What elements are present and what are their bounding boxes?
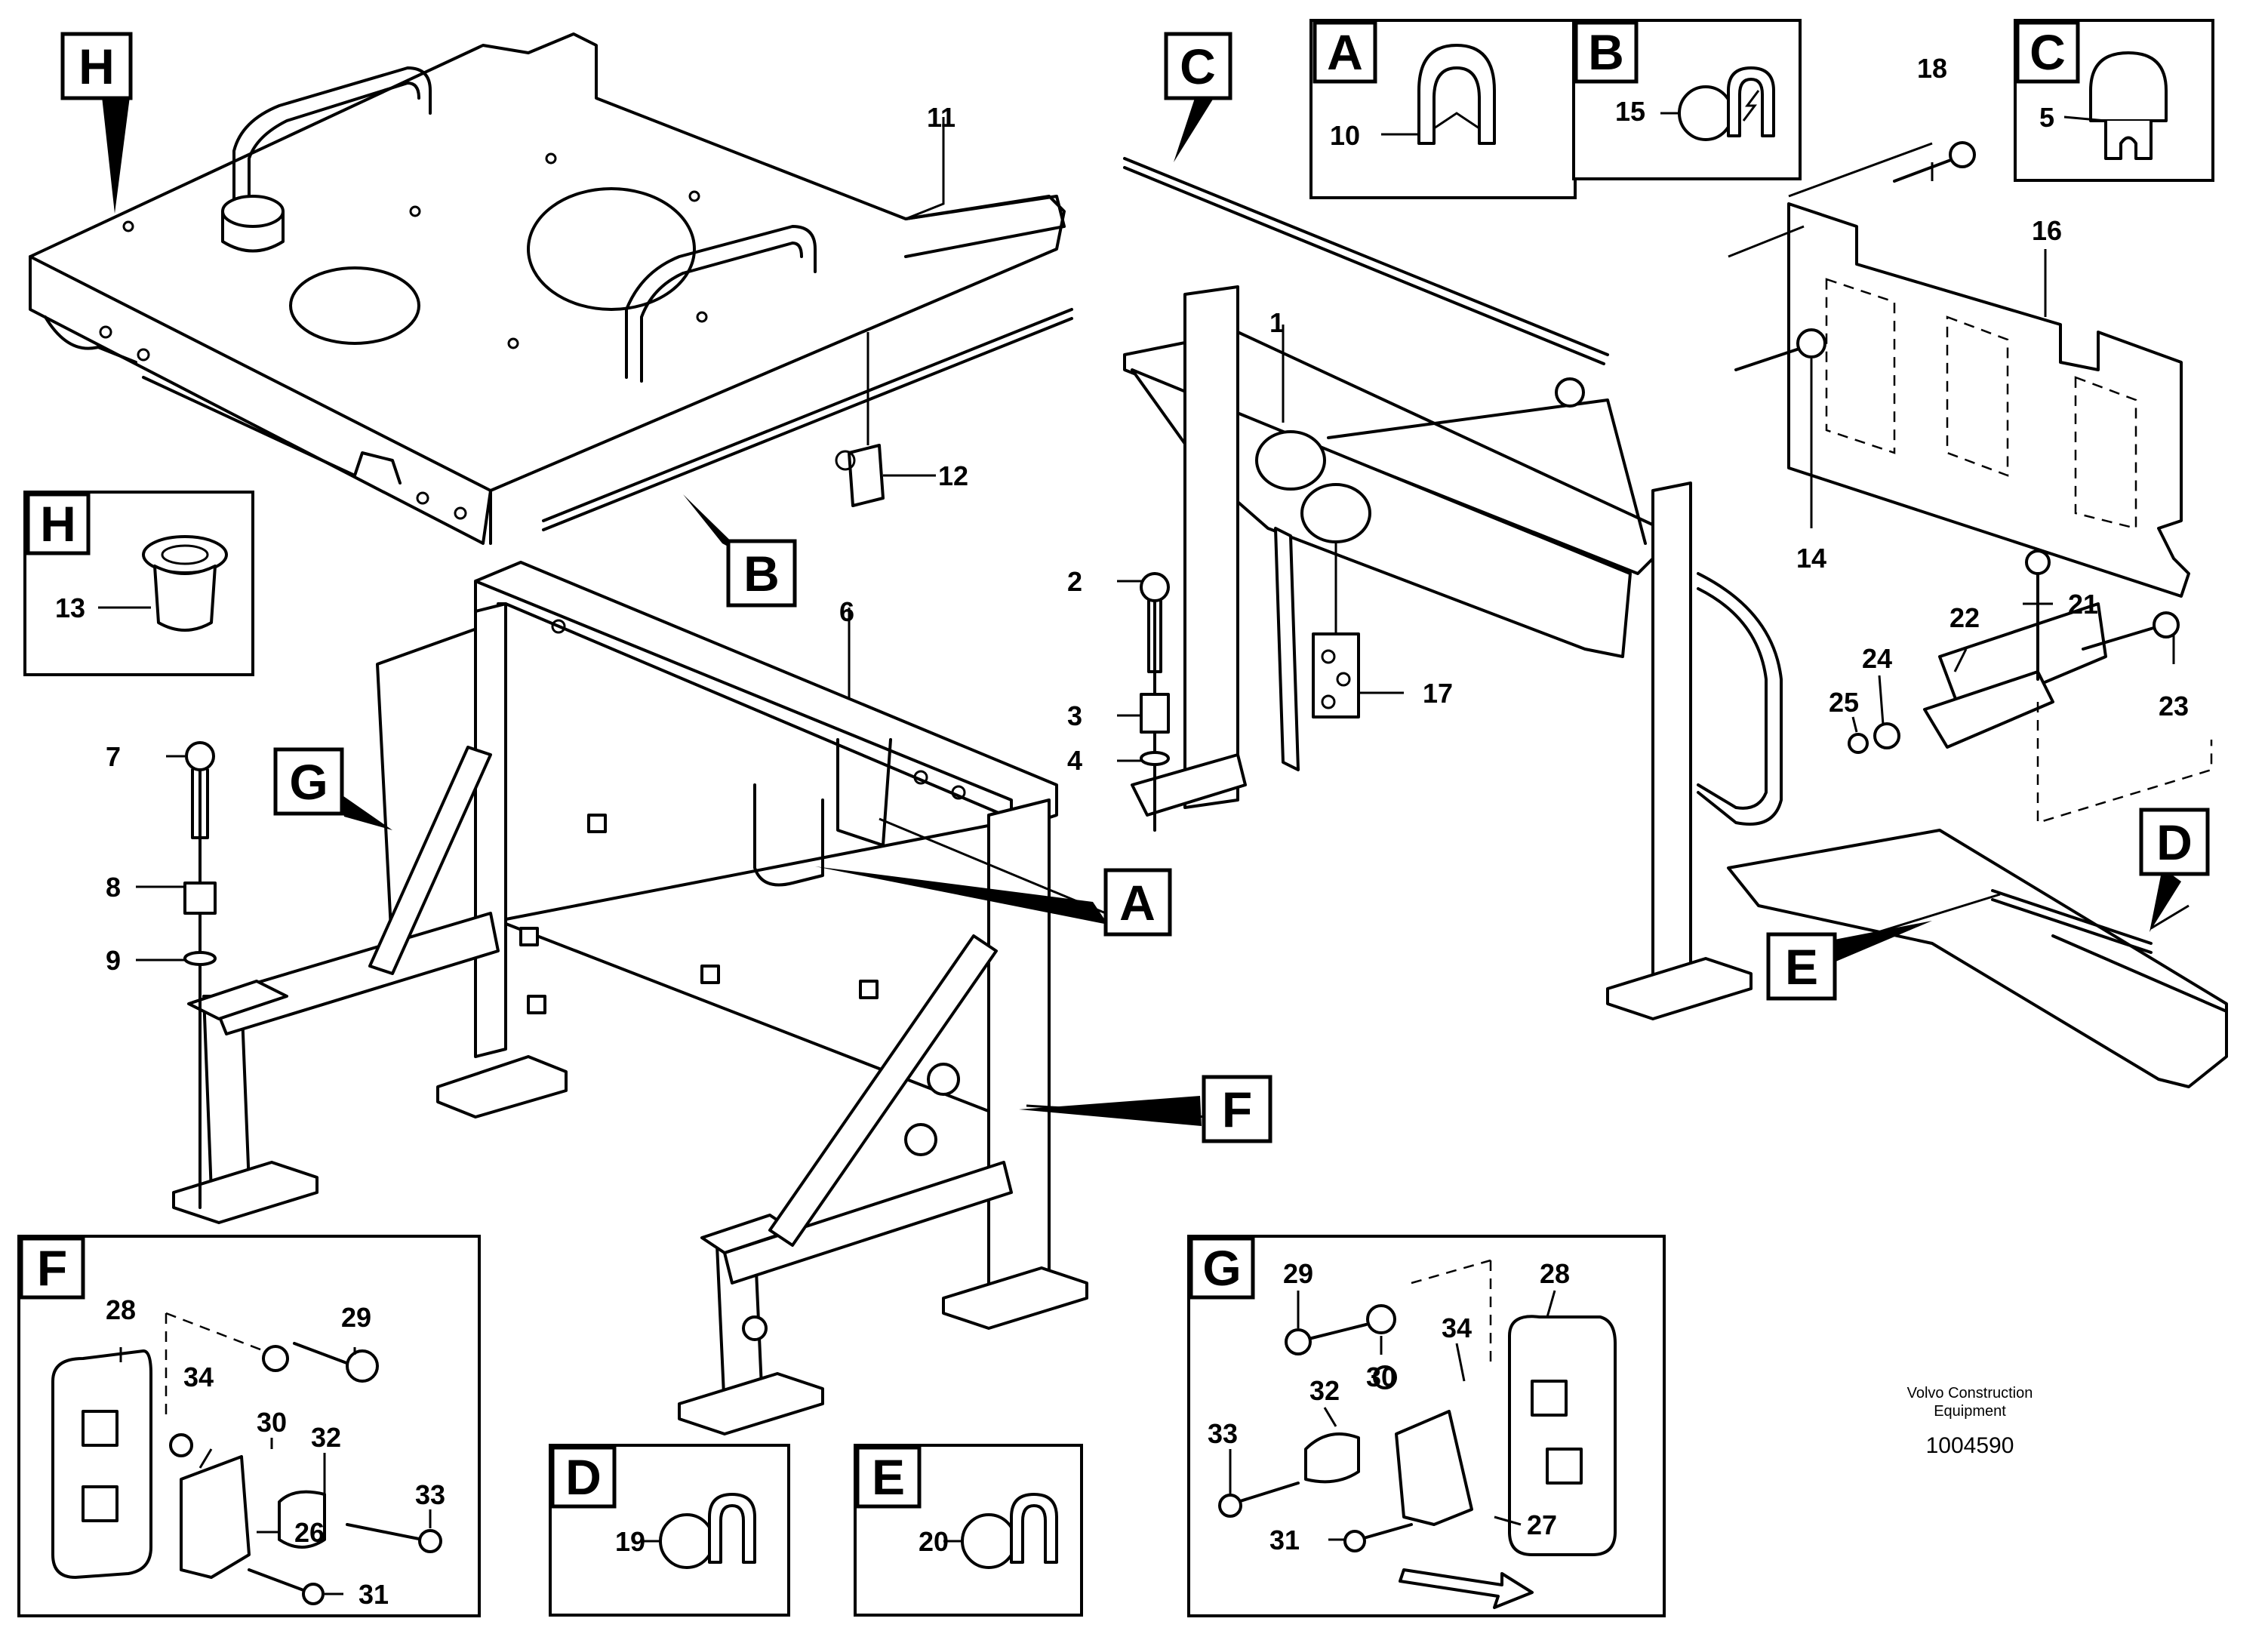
part-number-23: 23 bbox=[2159, 691, 2189, 722]
label-b-inset: B bbox=[1588, 24, 1624, 80]
label-box-b-main bbox=[726, 539, 797, 608]
label-box-b-inset bbox=[1574, 20, 1639, 84]
part-number-22: 22 bbox=[1949, 602, 1980, 633]
part-number-27: 27 bbox=[1527, 1509, 1557, 1540]
inset-g-detail bbox=[1187, 1235, 1666, 1617]
part-number-33-f: 33 bbox=[415, 1479, 445, 1510]
label-box-a-main bbox=[1103, 868, 1172, 937]
side-panel-assembly bbox=[1727, 141, 2228, 1088]
label-box-e-inset bbox=[855, 1445, 922, 1509]
part-number-30-g: 30 bbox=[1366, 1362, 1396, 1392]
watermark-line-2: Equipment bbox=[1934, 1403, 2006, 1420]
label-e-inset: E bbox=[872, 1449, 905, 1505]
part-number-5: 5 bbox=[2039, 102, 2054, 133]
inset-d-detail bbox=[549, 1444, 790, 1617]
part-number-15: 15 bbox=[1615, 96, 1645, 127]
part-number-18: 18 bbox=[1917, 53, 1947, 84]
part-number-29-g: 29 bbox=[1283, 1258, 1313, 1289]
part-number-33-g: 33 bbox=[1208, 1418, 1238, 1449]
part-number-32-g: 32 bbox=[1309, 1375, 1340, 1406]
label-b-main: B bbox=[743, 546, 780, 602]
label-box-c-inset bbox=[2015, 20, 2080, 84]
part-number-9: 9 bbox=[106, 945, 121, 976]
inset-b-detail bbox=[1572, 19, 1802, 180]
part-number-3: 3 bbox=[1067, 700, 1082, 731]
label-a-inset: A bbox=[1327, 24, 1363, 80]
part-number-20: 20 bbox=[919, 1526, 949, 1557]
label-d-main: D bbox=[2156, 814, 2193, 870]
label-h-inset: H bbox=[40, 496, 76, 552]
label-a-main: A bbox=[1119, 875, 1156, 931]
label-c-main: C bbox=[1180, 38, 1216, 94]
part-number-6: 6 bbox=[839, 596, 854, 627]
part-number-19: 19 bbox=[615, 1526, 645, 1557]
inset-f-detail bbox=[17, 1235, 481, 1617]
part-number-31-f: 31 bbox=[359, 1579, 389, 1610]
part-number-28-g: 28 bbox=[1540, 1258, 1570, 1289]
seat-plate-assembly bbox=[29, 32, 1073, 545]
part-number-26: 26 bbox=[294, 1517, 325, 1548]
label-h-top: H bbox=[78, 38, 115, 94]
part-number-17: 17 bbox=[1423, 678, 1453, 709]
part-number-28-f: 28 bbox=[106, 1294, 136, 1325]
label-box-g-inset bbox=[1189, 1236, 1255, 1300]
label-g-inset: G bbox=[1202, 1240, 1241, 1296]
part-number-31-g: 31 bbox=[1269, 1525, 1300, 1555]
drawing-number: 1004590 bbox=[1926, 1433, 2014, 1458]
part-number-1: 1 bbox=[1269, 307, 1285, 338]
part-number-2: 2 bbox=[1067, 566, 1082, 597]
part-number-25: 25 bbox=[1829, 687, 1859, 718]
label-box-h-inset bbox=[26, 492, 91, 555]
manufacturer-watermark: Volvo Construction Equipment 1004590 bbox=[1907, 1385, 2033, 1458]
part-number-34-f: 34 bbox=[183, 1362, 214, 1392]
part-number-4: 4 bbox=[1067, 745, 1082, 776]
label-box-f-main bbox=[1202, 1075, 1272, 1143]
part-number-7: 7 bbox=[106, 741, 121, 772]
part-number-12: 12 bbox=[938, 460, 968, 491]
label-box-f-inset bbox=[19, 1236, 85, 1300]
part-number-8: 8 bbox=[106, 872, 121, 903]
part-number-29-f: 29 bbox=[341, 1302, 371, 1333]
part-numbers: 11 12 13 6 1 2 3 4 17 7 8 9 10 15 5 18 1… bbox=[55, 53, 2189, 1610]
label-box-a-inset bbox=[1312, 20, 1377, 84]
part-number-34-g: 34 bbox=[1442, 1312, 1472, 1343]
seat-frame-assembly bbox=[172, 561, 1088, 1435]
label-f-inset: F bbox=[37, 1240, 67, 1296]
label-f-main: F bbox=[1222, 1082, 1252, 1137]
label-c-inset: C bbox=[2030, 24, 2066, 80]
rear-frame-assembly bbox=[1123, 157, 1783, 1020]
label-box-g-main bbox=[273, 747, 344, 816]
label-box-h-top bbox=[60, 32, 133, 100]
part-number-21: 21 bbox=[2068, 589, 2098, 620]
label-g-main: G bbox=[289, 754, 328, 810]
letter-labels: H H B C A B C G A F E D F G D E bbox=[19, 20, 2210, 1509]
part-number-32-f: 32 bbox=[311, 1422, 341, 1453]
label-e-main: E bbox=[1785, 939, 1818, 995]
label-box-e-main bbox=[1766, 932, 1837, 1001]
part-number-14: 14 bbox=[1796, 543, 1826, 574]
part-number-16: 16 bbox=[2032, 215, 2062, 246]
watermark-line-1: Volvo Construction bbox=[1907, 1385, 2033, 1402]
part-number-13: 13 bbox=[55, 592, 85, 623]
part-number-10: 10 bbox=[1330, 120, 1360, 151]
label-box-d-main bbox=[2139, 808, 2210, 876]
part-number-30-f: 30 bbox=[257, 1407, 287, 1438]
label-box-c-main bbox=[1164, 32, 1232, 100]
label-d-inset: D bbox=[565, 1449, 602, 1505]
part-number-11: 11 bbox=[927, 102, 956, 133]
part-number-24: 24 bbox=[1862, 643, 1892, 674]
label-box-d-inset bbox=[550, 1445, 617, 1509]
